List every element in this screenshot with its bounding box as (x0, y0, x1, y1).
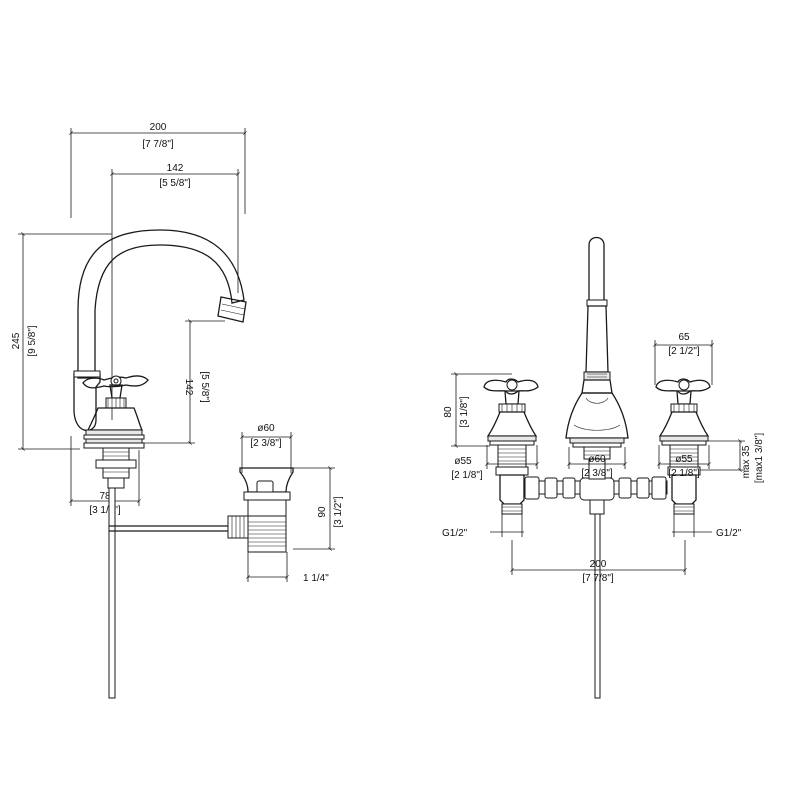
front-right-valve (655, 378, 711, 515)
dim-drain-diameter-mm: ø60 (257, 423, 275, 434)
front-cross-pipes (524, 476, 668, 500)
dim-left-connection-label: G1/2" (442, 528, 468, 539)
dim-right-base-diameter-in: [2 1/8"] (668, 468, 700, 479)
dim-spout-clearance-in: [5 5/8"] (199, 371, 210, 403)
dim-spout-reach-mm: 142 (167, 163, 184, 174)
dim-handle-span-mm: 65 (678, 332, 690, 343)
dim-center-base-diameter-mm: ø60 (588, 454, 606, 465)
dim-right-base-diameter: ø55 [2 1/8"] (657, 445, 711, 479)
spout-outlet (217, 296, 247, 323)
dim-centers-in: [7 7/8"] (582, 573, 614, 584)
dim-overall-width-in: [7 7/8"] (142, 139, 174, 150)
dim-spout-clearance-mm: 142 (183, 379, 194, 396)
dim-right-base-diameter-mm: ø55 (675, 454, 693, 465)
side-threaded-shank (95, 447, 137, 489)
dim-left-base-diameter: ø55 [2 1/8"] (451, 445, 539, 481)
dim-total-height-mm: 245 (11, 332, 22, 349)
dim-drain-thread: 1 1/4" (246, 552, 329, 584)
dim-total-height: 245 [9 5/8"] (11, 232, 112, 451)
side-base-flange (83, 429, 145, 449)
side-view-faucet: 200 [7 7/8"] 142 [5 5/8"] 245 [9 5/8"] 1… (11, 122, 247, 699)
dim-overall-width: 200 [7 7/8"] (69, 122, 247, 218)
front-left-valve (483, 378, 539, 515)
dim-spout-clearance: 142 [5 5/8"] (140, 319, 225, 445)
popup-rod (108, 487, 230, 699)
dim-right-connection: G1/2" (672, 514, 742, 539)
dim-left-connection: G1/2" (442, 514, 524, 539)
dim-center-base-diameter: ø60 [2 3/8"] (567, 447, 627, 479)
dim-handle-height-mm: 80 (443, 406, 454, 418)
dim-right-connection-label: G1/2" (716, 528, 742, 539)
dim-spout-reach: 142 [5 5/8"] (110, 163, 240, 420)
spout-arc (77, 229, 245, 379)
dim-left-base-diameter-in: [2 1/8"] (451, 470, 483, 481)
dim-handle-height-in: [3 1/8"] (459, 396, 470, 428)
dim-left-base-diameter-mm: ø55 (454, 456, 472, 467)
dim-centers-mm: 200 (590, 559, 607, 570)
dim-drain-height: 90 [3 1/2"] (293, 466, 344, 551)
dim-centers: 200 [7 7/8"] (510, 540, 687, 584)
dim-drain-thread-label: 1 1/4" (303, 573, 329, 584)
front-center-tee (579, 458, 615, 699)
front-spout (565, 236, 629, 460)
dim-drain-height-in: [3 1/2"] (333, 496, 344, 528)
dim-handle-span: 65 [2 1/2"] (653, 332, 714, 385)
spout-body-column (73, 373, 101, 432)
front-view-faucet: 80 [3 1/8"] 65 [2 1/2"] ø55 [2 1/8"] ø60… (442, 236, 765, 699)
dim-max-deck-mm: max 35 (741, 445, 752, 478)
dim-handle-span-in: [2 1/2"] (668, 346, 700, 357)
dim-base-width-in: [3 1/8"] (89, 505, 121, 516)
dim-max-deck-in: [max1 3/8"] (754, 433, 765, 483)
dim-drain-diameter-in: [2 3/8"] (250, 438, 282, 449)
dim-max-deck: max 35 [max1 3/8"] (700, 433, 765, 483)
dim-center-base-diameter-in: [2 3/8"] (581, 468, 613, 479)
drain-assembly: ø60 [2 3/8"] 90 [3 1/2"] (227, 423, 344, 584)
dim-overall-width-mm: 200 (150, 122, 167, 133)
dim-drain-height-mm: 90 (317, 506, 328, 518)
dim-base-width: 78 [3 1/8"] (69, 436, 141, 516)
dim-spout-reach-in: [5 5/8"] (159, 178, 191, 189)
dim-handle-height: 80 [3 1/8"] (443, 372, 512, 448)
dim-total-height-in: [9 5/8"] (27, 325, 38, 357)
cross-handle-side (82, 375, 149, 409)
dim-drain-diameter: ø60 [2 3/8"] (240, 423, 293, 473)
dim-base-width-mm: 78 (99, 491, 111, 502)
